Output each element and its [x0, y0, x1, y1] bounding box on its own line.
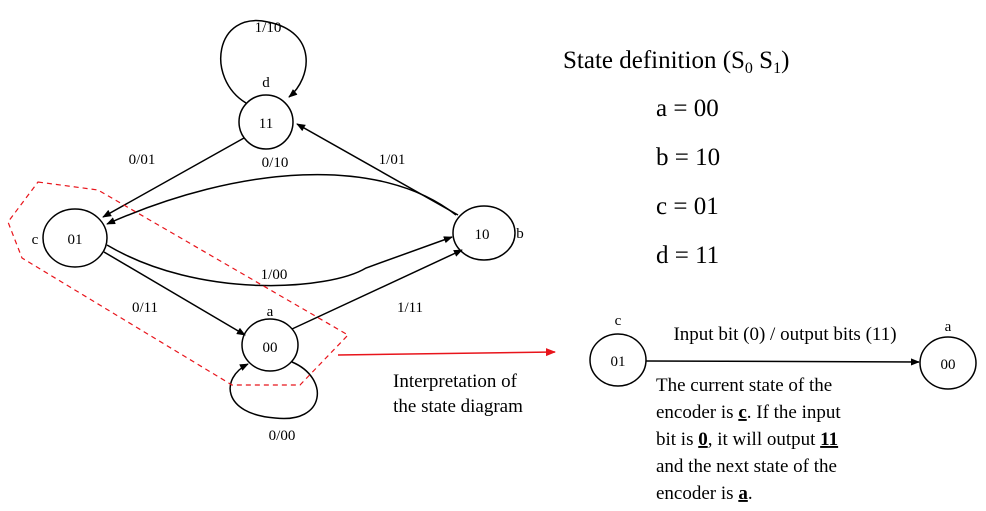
edge-a-b — [291, 249, 463, 330]
edge-label-a-a: 0/00 — [269, 428, 296, 444]
highlight-region — [7, 181, 349, 386]
definition-row-a: a = 00 — [656, 95, 719, 122]
edge-label-d-d: 1/10 — [255, 20, 282, 36]
state-code-b: 10 — [475, 227, 490, 243]
state-node-b: 10 b — [452, 205, 524, 261]
edge-b-d — [296, 123, 459, 216]
edge-c-b — [106, 236, 453, 287]
example-from-name: c — [615, 313, 622, 329]
explanation-line-3: bit is 0, it will output 11 — [656, 429, 838, 450]
definition-row-b: b = 10 — [656, 144, 720, 171]
edge-b-c — [106, 173, 457, 225]
explanation-line-5: encoder is a. — [656, 483, 753, 504]
state-node-c: 01 c — [32, 208, 108, 268]
edge-label-c-a: 0/11 — [132, 300, 158, 316]
pointer-label-line-2: the state diagram — [393, 396, 523, 417]
state-node-d: 11 d — [238, 75, 294, 150]
state-node-a: 00 a — [241, 304, 299, 372]
definition-row-c: c = 01 — [656, 193, 719, 220]
pointer-arrow — [337, 348, 556, 357]
edge-label-c-b: 1/00 — [261, 267, 288, 283]
edge-d-c — [102, 137, 245, 218]
edge-a-a — [229, 361, 319, 420]
example-explanation: The current state of the encoder is c. I… — [656, 375, 841, 504]
edge-label-b-c: 0/10 — [262, 155, 289, 171]
edge-label-b-d: 1/01 — [379, 152, 406, 168]
edge-d-d — [220, 19, 307, 104]
explanation-line-2: encoder is c. If the input — [656, 402, 841, 423]
state-code-c: 01 — [68, 232, 83, 248]
example-edge — [645, 358, 920, 366]
edge-label-d-c: 0/01 — [129, 152, 156, 168]
state-name-c: c — [32, 232, 39, 248]
state-code-d: 11 — [259, 116, 273, 132]
state-name-a: a — [267, 304, 274, 320]
example-from-code: 01 — [611, 354, 626, 370]
explanation-line-1: The current state of the — [656, 375, 832, 396]
edge-c-a — [103, 251, 246, 336]
edge-label-a-b: 1/11 — [397, 300, 423, 316]
definition-title: State definition (S0 S1) — [563, 47, 789, 77]
state-name-d: d — [262, 75, 270, 91]
state-code-a: 00 — [263, 340, 278, 356]
example-from-state: 01 c — [589, 313, 647, 387]
example-edge-label: Input bit (0) / output bits (11) — [673, 324, 896, 345]
pointer-label-line-1: Interpretation of — [393, 371, 518, 392]
definition-row-d: d = 11 — [656, 242, 719, 269]
example-to-code: 00 — [941, 357, 956, 373]
state-name-b: b — [516, 226, 524, 242]
example-to-state: 00 a — [919, 319, 977, 390]
explanation-line-4: and the next state of the — [656, 456, 837, 477]
example-to-name: a — [945, 319, 952, 335]
